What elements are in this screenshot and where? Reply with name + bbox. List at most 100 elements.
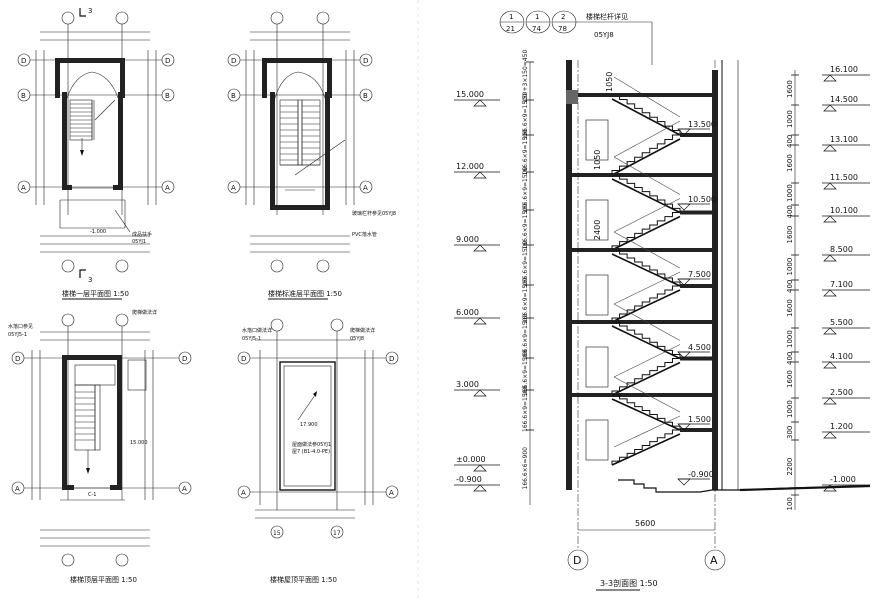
dim-label: 400 (786, 352, 794, 365)
elevation-marker: 9.000 (454, 235, 500, 252)
elevation-label: 16.100 (830, 65, 858, 74)
axis-label-a: A (241, 489, 246, 497)
axis-bubble (61, 313, 75, 327)
axis-label-d: D (241, 355, 246, 363)
axis-label-d: D (231, 57, 236, 65)
dim-label: 166.6×9=1500 (522, 385, 529, 432)
dim-label: 1000 (786, 330, 794, 348)
stair-flight (611, 134, 680, 175)
landing-level-label: 10.500 (688, 195, 716, 204)
elevation-label: 14.500 (830, 95, 858, 104)
dim-label: 166.6×9=1500 (522, 129, 529, 176)
elevation-label: 6.000 (456, 308, 479, 317)
axis-label-d: D (21, 57, 26, 65)
dim-label: 166.6×9=1500 (522, 203, 529, 250)
axis-label-d: D (573, 554, 581, 567)
section-mark-label: 3 (88, 276, 92, 284)
elevation-marker: 12.000 (454, 162, 500, 179)
landing-level-label: 7.500 (688, 270, 711, 279)
dim-label: 400 (786, 280, 794, 293)
dim-label: 150+3×150=450 (522, 50, 529, 103)
callout-ref-top: 2 (561, 13, 565, 21)
landing-level-marker: 4.500 (677, 343, 711, 359)
inner-dim-label: 1050 (593, 150, 602, 170)
elevation-marker: 14.500 (822, 95, 870, 112)
axis-label-a-right: A (165, 184, 170, 192)
elevation-label: 10.100 (830, 206, 858, 215)
stair-flight (611, 285, 680, 322)
floor-slab (572, 173, 712, 177)
stair-flight (612, 94, 681, 135)
elevation-marker: 11.500 (822, 173, 870, 190)
axis-bubble (115, 313, 129, 327)
axis-bubble (115, 553, 129, 567)
plan-roof: 15 17 D A D A 水落口做法详 05YJ5-1 爬梯做法详 05YJ8… (237, 318, 399, 584)
dim-label: 166.6×6=900 (522, 447, 529, 490)
axis-label-a-right: A (389, 489, 394, 497)
axis-label-d-right: D (363, 57, 368, 65)
plan-title: 楼梯顶层平面图 1:50 (70, 575, 137, 584)
elevation-label: 15.000 (456, 90, 484, 99)
axis-label-15: 15 (273, 530, 281, 537)
stair-flight (612, 174, 681, 213)
axis-label-a: A (710, 554, 718, 567)
landing-level-label: 4.500 (688, 343, 711, 352)
axis-label-d-right: D (182, 355, 187, 363)
landing-level-label: -0.900 (688, 470, 714, 479)
axis-label-d: D (15, 355, 20, 363)
elevation-label: -0.900 (456, 475, 482, 484)
axis-label-17: 17 (333, 530, 341, 537)
dim-label: 1000 (786, 184, 794, 202)
axis-bubble (270, 318, 284, 332)
landing-slab (680, 133, 712, 137)
dim-label: 1000 (786, 258, 794, 276)
elevation-label: 12.000 (456, 162, 484, 171)
dim-label: 1000 (786, 400, 794, 418)
note-code: 05YJ5-1 (8, 332, 27, 338)
elevation-label: 4.100 (830, 352, 853, 361)
stair-flight (611, 358, 680, 395)
elevation-marker: 5.500 (822, 318, 870, 335)
note-code: 05YJ8 (350, 336, 364, 342)
landing-level-marker: 10.500 (677, 195, 716, 211)
note-text: PVC落水管 (352, 231, 377, 238)
stair-flight (611, 212, 680, 250)
note-text: 屋7 (B1-4.0-PE) (292, 449, 330, 455)
level-label: -1.000 (90, 229, 106, 235)
dim-label: 2200 (786, 458, 794, 476)
landing-slab (680, 284, 712, 288)
inner-dim-label: 1050 (605, 72, 614, 92)
section-mark-label: 3 (88, 7, 92, 15)
plan-top-floor: D A D A 水落口参见 05YJ5-1 爬梯做法详 15.000 C-1 楼… (8, 309, 192, 584)
dim-label: 166.6×9=1500 (522, 93, 529, 140)
elevation-marker: 13.100 (822, 135, 870, 152)
elevation-marker: 3.000 (454, 380, 500, 397)
right-dimension-chain: 1600100040016001000400160010004001600100… (786, 74, 799, 511)
axis-label-a: A (231, 184, 236, 192)
elevation-marker: 2.500 (822, 388, 870, 405)
elevation-marker: -0.900 (454, 475, 500, 492)
axis-label-a: A (15, 485, 20, 493)
elevation-marker: 7.100 (822, 280, 870, 297)
dim-label: 1600 (786, 154, 794, 172)
floor-slab (572, 320, 712, 324)
landing-level-marker: 1.500 (677, 415, 711, 431)
axis-label-d-right: D (389, 355, 394, 363)
note-code: 05YJ5-1 (242, 336, 261, 342)
elevation-marker: 15.000 (454, 90, 500, 107)
plan-title: 楼梯屋顶平面图 1:50 (270, 575, 337, 584)
axis-label-b: B (231, 92, 236, 100)
axis-label-b-right: B (363, 92, 368, 100)
dim-label: 166.6×9=1500 (522, 166, 529, 213)
dim-label: 300 (786, 426, 794, 439)
callout-code: 05YJ8 (594, 31, 614, 39)
elevation-marker: -1.000 (822, 475, 870, 492)
elevation-label: 5.500 (830, 318, 853, 327)
section-title: 3-3剖面图 1:50 (600, 578, 658, 588)
left-dimension-chain: 150+3×150=450166.6×9=1500166.6×9=1500166… (522, 50, 534, 490)
inner-dim-label: 2400 (593, 220, 602, 240)
elevation-marker: ±0.000 (454, 455, 500, 472)
dim-label: 1000 (786, 110, 794, 128)
axis-bubble (316, 259, 330, 273)
